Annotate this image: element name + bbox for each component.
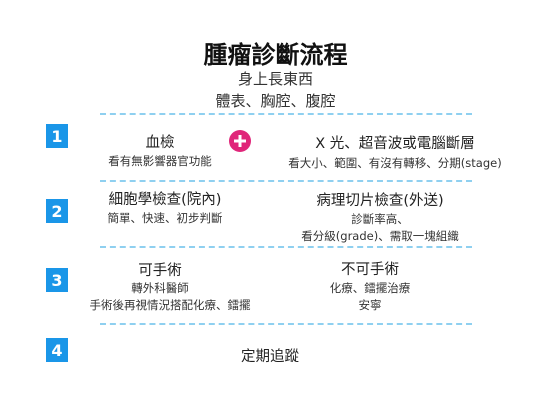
step-1-right-desc: 看大小、範圍、有沒有轉移、分期(stage) xyxy=(288,156,502,170)
step-3-left-desc-1: 轉外科醫師 xyxy=(131,281,189,295)
step-1-left-desc: 看有無影響器官功能 xyxy=(108,154,212,168)
step-2-right-heading: 病理切片檢查(外送) xyxy=(316,193,444,209)
step-1-left-heading: 血檢 xyxy=(145,135,175,151)
step-2-right-desc-2: 看分級(grade)、需取一塊組織 xyxy=(301,229,459,243)
step-2-badge: 2 xyxy=(46,199,68,223)
divider-2-3 xyxy=(100,246,472,248)
step-2-right-desc-1: 診斷率高、 xyxy=(351,212,409,226)
step-3-badge: 3 xyxy=(46,268,68,292)
step-3-right-desc-1: 化療、鐳擺治療 xyxy=(329,281,411,295)
step-1-right-heading: X 光、超音波或電腦斷層 xyxy=(315,136,475,152)
page-title: 腫瘤診斷流程 xyxy=(203,41,348,69)
plus-icon xyxy=(229,130,251,152)
step-4-badge: 4 xyxy=(46,338,68,362)
subtitle-line-2: 體表、胸腔、腹腔 xyxy=(215,92,336,110)
step-1-badge: 1 xyxy=(46,124,68,148)
step-2-left-desc: 簡單、快速、初步判斷 xyxy=(107,211,223,225)
step-3-right-heading: 不可手術 xyxy=(341,262,399,278)
divider-1-2 xyxy=(100,180,472,182)
step-4-heading: 定期追蹤 xyxy=(241,349,299,365)
step-3-right-desc-2: 安寧 xyxy=(358,298,382,312)
divider-top xyxy=(100,113,472,115)
step-3-left-desc-2: 手術後再視情況搭配化療、鐳擺 xyxy=(89,298,251,312)
subtitle-line-1: 身上長東西 xyxy=(237,70,313,88)
step-3-left-heading: 可手術 xyxy=(138,263,182,279)
divider-3-4 xyxy=(100,323,472,325)
step-2-left-heading: 細胞學檢查(院內) xyxy=(108,192,222,208)
